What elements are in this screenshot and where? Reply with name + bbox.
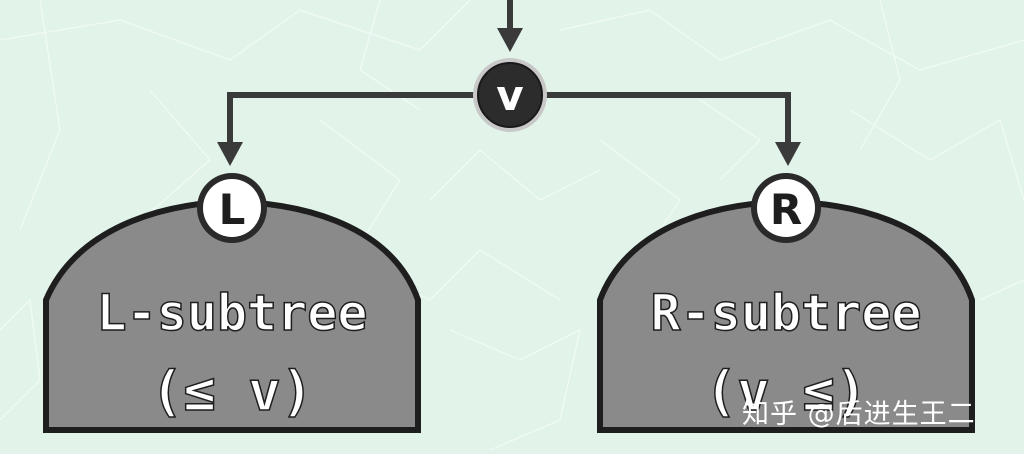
arrowhead-right bbox=[775, 142, 801, 166]
root-node: v bbox=[473, 58, 547, 132]
edge-root-to-left bbox=[227, 92, 474, 150]
root-node-label: v bbox=[496, 71, 523, 120]
arrowhead-left bbox=[217, 142, 243, 166]
watermark-text: 知乎 @后进生王二 bbox=[742, 399, 976, 430]
left-child-node-label: L bbox=[219, 185, 246, 234]
left-subtree-condition: (≤ v) bbox=[151, 360, 314, 423]
right-child-node: R bbox=[751, 173, 821, 243]
arrowheads bbox=[217, 28, 801, 166]
right-subtree-condition: (v ≤) bbox=[705, 360, 868, 423]
left-child-node: L bbox=[197, 173, 267, 243]
edge-root-to-right bbox=[546, 92, 791, 150]
arrowhead-incoming bbox=[497, 28, 523, 52]
right-subtree-title: R-subtree bbox=[651, 284, 922, 342]
left-subtree-title: L-subtree bbox=[97, 284, 368, 342]
right-child-node-label: R bbox=[770, 185, 802, 234]
